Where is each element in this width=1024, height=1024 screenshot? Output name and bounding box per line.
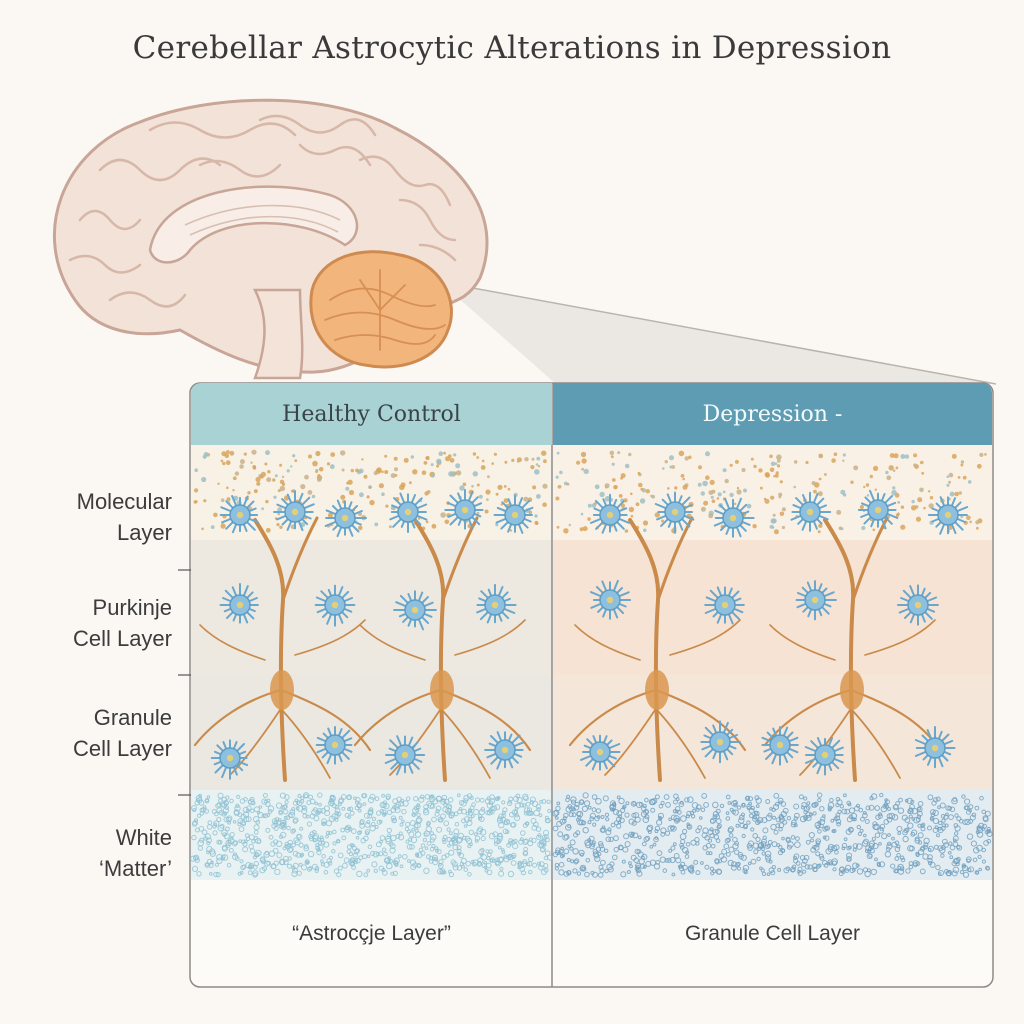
brain-illustration [52, 98, 489, 380]
page-title: Cerebellar Astrocytic Alterations in Dep… [132, 30, 892, 66]
astrocytes [210, 489, 969, 780]
depression-footer-label: Granule Cell Layer [684, 922, 861, 945]
depression-header: Depression - [553, 383, 992, 445]
white-matter-fibers [190, 792, 993, 878]
healthy-footer-label: “Astrocçje Layer” [292, 922, 451, 945]
healthy-control-header: Healthy Control [191, 383, 552, 445]
layer-label-white-matter: White‘Matter’ [99, 825, 172, 881]
